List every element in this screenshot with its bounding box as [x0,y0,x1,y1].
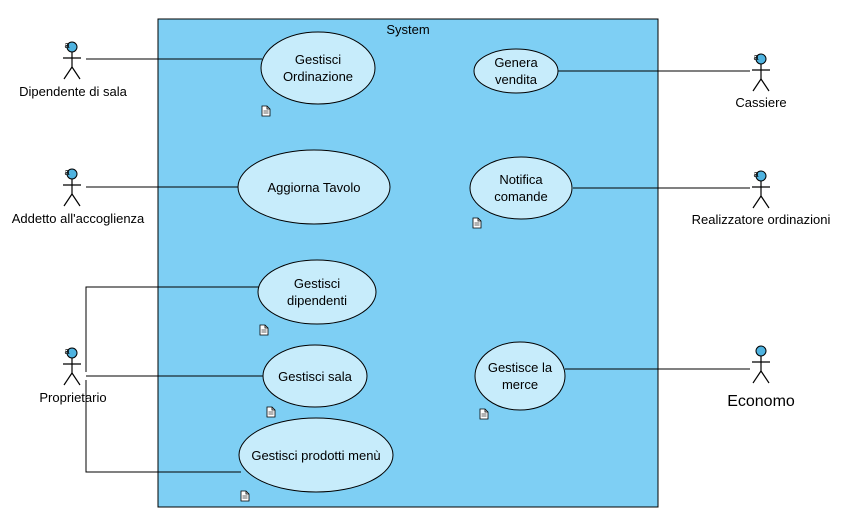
svg-text:a: a [64,346,69,356]
use-case-labels: Gestisci Ordinazione Genera vendita Aggi… [251,52,553,463]
association-proprietario-dipendenti [85,286,259,372]
svg-text:a: a [753,169,758,179]
actor-dipendente-di-sala[interactable]: a [63,40,81,80]
use-case-gestisce-la-merce[interactable] [474,341,566,411]
use-case-aggiorna-tavolo[interactable] [237,149,391,225]
svg-text:a: a [64,167,69,177]
svg-text:a: a [64,40,69,50]
document-icon[interactable] [261,105,271,117]
use-case-label: Genera [494,55,538,70]
actor-addetto-accoglienza[interactable]: a [63,167,81,207]
use-case-label: Gestisce la [488,360,553,375]
use-case-label: comande [494,189,547,204]
use-case-notifica-comande[interactable] [469,156,573,220]
document-icon[interactable] [472,217,482,229]
actor-economo[interactable] [752,345,770,384]
document-icon[interactable] [240,490,250,502]
use-case-label: Gestisci sala [278,369,352,384]
actor-label-cassiere: Cassiere [735,95,786,110]
actor-proprietario[interactable]: a [63,346,81,386]
actor-label-dipendente-di-sala: Dipendente di sala [19,84,127,99]
use-case-gestisci-ordinazione[interactable] [260,31,376,105]
use-case-label: vendita [495,72,538,87]
use-case-label: merce [502,377,538,392]
document-icons [240,105,489,502]
use-case-label: Gestisci [295,52,341,67]
actor-cassiere[interactable]: a [752,52,770,92]
actor-label-economo: Economo [727,393,795,410]
use-case-label: Notifica [499,172,543,187]
document-icon[interactable] [479,408,489,420]
actor-label-addetto-accoglienza: Addetto all'accoglienza [12,211,145,226]
use-case-label: Ordinazione [283,69,353,84]
actor-label-proprietario: Proprietario [39,390,106,405]
document-icon[interactable] [259,324,269,336]
document-icon[interactable] [266,406,276,418]
use-cases [237,31,573,493]
associations [85,58,750,473]
use-case-label: Gestisci prodotti menù [251,448,380,463]
use-case-label: Gestisci [294,276,340,291]
use-case-gestisci-prodotti-menu[interactable] [238,417,394,493]
use-case-gestisci-dipendenti[interactable] [257,259,377,325]
use-case-label: Aggiorna Tavolo [268,180,361,195]
svg-text:a: a [753,52,758,62]
actor-realizzatore-ordinazioni[interactable]: a [752,169,770,209]
use-case-genera-vendita[interactable] [473,48,559,94]
actor-head-icon [755,345,767,357]
system-boundary [157,18,659,508]
actor-label-realizzatore-ordinazioni: Realizzatore ordinazioni [692,212,831,227]
use-case-label: dipendenti [287,293,347,308]
association-proprietario-prodotti [85,380,241,473]
use-case-gestisci-sala[interactable] [262,344,368,408]
system-title: System [386,22,429,37]
